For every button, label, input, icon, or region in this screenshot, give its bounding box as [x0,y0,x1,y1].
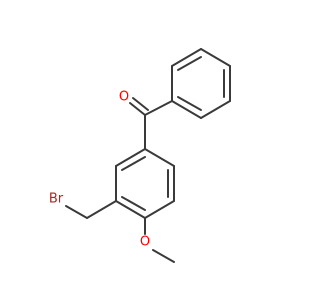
bond-ring-to-ch2 [86,200,117,219]
bond-phenyl-inner-1 [177,56,202,71]
bond-phenyl-inner-3 [177,96,202,111]
bond-o-to-methyl [152,249,175,263]
bond-carbonyl-to-phenyl [144,100,173,116]
bond-ch2-to-br [65,205,88,219]
bond-phenyl-6 [171,100,202,119]
oxygen-methoxy-label: O [140,235,150,250]
bond-carbonyl-co-2 [132,97,149,111]
bond-phenyl-2 [171,48,202,67]
bond-ring-4 [144,200,175,219]
bond-ring-1 [115,148,146,167]
molecule-structure-diagram: O Br O [49,48,231,263]
bond-carbonyl-co-1 [129,102,146,116]
bromine-label: Br [49,192,64,207]
bond-phenyl-5 [200,100,231,119]
bond-ring-inner-2 [121,196,146,211]
bond-ring-inner-1 [121,156,146,171]
bond-ring-3 [115,200,146,219]
bond-phenyl-3 [200,48,231,67]
oxygen-carbonyl-label: O [119,90,129,105]
bond-ring-6 [144,148,175,167]
